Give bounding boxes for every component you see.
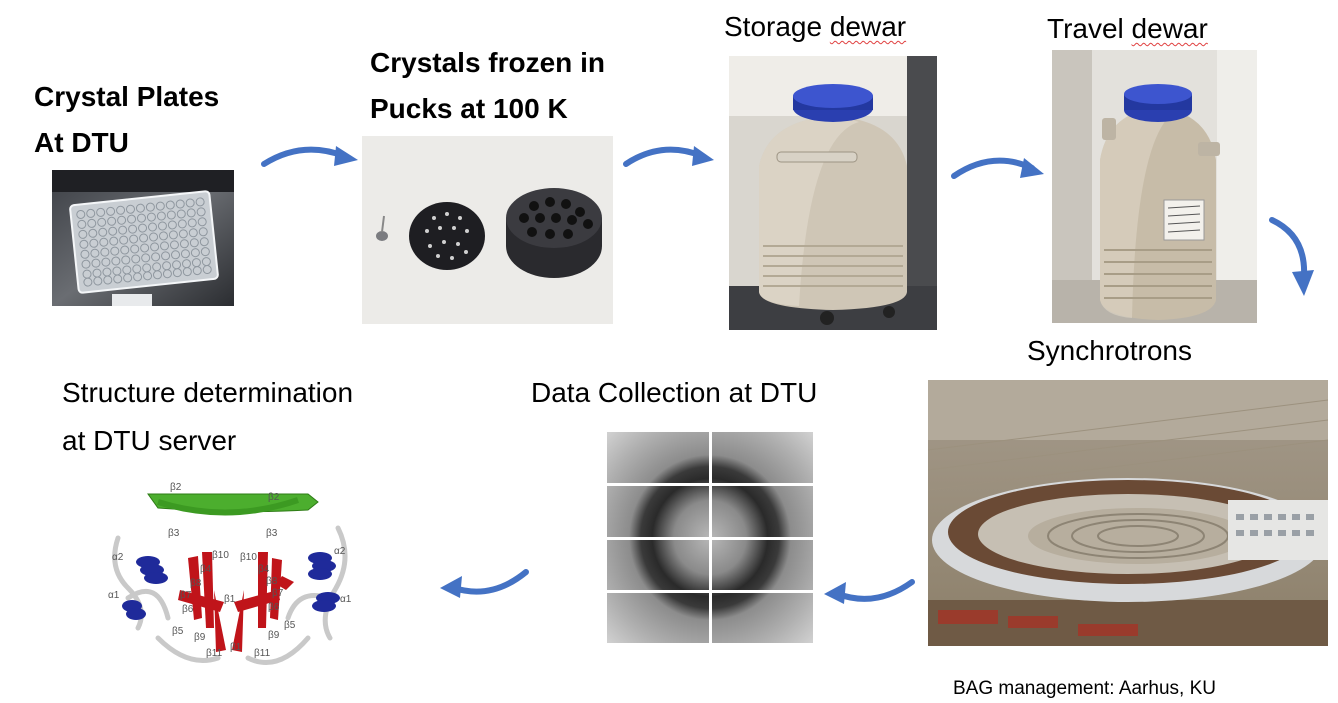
bag-management-note: BAG management: Aarhus, KU [953, 678, 1216, 699]
structure-determination-title: Structure determination at DTU server [62, 376, 353, 457]
label-b11-right: β11 [254, 648, 271, 659]
dewar-word: dewar [1131, 13, 1208, 44]
diffraction-pattern-image [607, 432, 813, 643]
label-b4-right: β4 [258, 564, 270, 575]
label-b4-left: β4 [200, 564, 212, 575]
label-b8-left: β8 [190, 578, 202, 589]
travel-dewar-photo [1052, 50, 1257, 323]
label-a2-left: α2 [112, 552, 124, 563]
protein-structure-image: β2 β2 β3 β3 α2 α2 α1 α1 β10 β10 β4 β4 β8… [98, 478, 360, 680]
label-b9-right: β9 [268, 630, 280, 641]
label-b5-right: β5 [284, 620, 296, 631]
crystals-frozen-line2: Pucks at 100 K [370, 92, 568, 124]
label-b10-left: β10 [212, 550, 229, 561]
curved-arrow-icon [623, 146, 714, 167]
label-b3-left: β3 [168, 528, 180, 539]
curved-arrow-icon [261, 146, 358, 167]
synchrotron-photo [928, 380, 1328, 646]
storage-dewar-photo [729, 56, 937, 330]
label-b7-right: β7 [272, 588, 284, 599]
crystals-frozen-line1: Crystals frozen in [370, 47, 605, 78]
travel-word: Travel [1047, 13, 1124, 44]
curved-arrow-icon [951, 157, 1044, 179]
label-b3-right: β3 [266, 528, 278, 539]
structure-line2: at DTU server [62, 424, 237, 456]
crystal-plates-line1: Crystal Plates [34, 81, 220, 112]
label-b7-left: β7 [180, 590, 192, 601]
label-a1-left: α1 [108, 590, 120, 601]
label-b10-right: β10 [240, 552, 257, 563]
label-b8-right: β8 [266, 576, 278, 587]
storage-word: Storage [724, 11, 823, 42]
dewar-word: dewar [829, 11, 907, 42]
synchrotrons-title: Synchrotrons [1027, 335, 1192, 366]
label-b6-left: β6 [182, 604, 194, 615]
crystal-plates-title: Crystal Plates At DTU [34, 80, 219, 159]
label-b6-right: β6 [268, 602, 280, 613]
label-b1-top: β1 [224, 594, 236, 605]
curved-arrow-icon [1269, 217, 1314, 296]
label-b2-left: β2 [170, 482, 182, 493]
crystal-plate-photo [52, 170, 234, 306]
label-b5-left: β5 [172, 626, 184, 637]
data-collection-title: Data Collection at DTU [531, 377, 818, 408]
storage-dewar-title: Storage dewar [724, 10, 906, 44]
crystal-plates-line2: At DTU [34, 126, 129, 158]
label-b11-left: β11 [206, 648, 223, 659]
label-a2-right: α2 [334, 546, 346, 557]
crystals-frozen-title: Crystals frozen in Pucks at 100 K [370, 46, 605, 125]
travel-dewar-title: Travel dewar [1047, 12, 1208, 46]
structure-line1: Structure determination [62, 377, 354, 408]
curved-arrow-icon [440, 569, 529, 598]
label-b1-bottom: β1 [230, 642, 242, 653]
curved-arrow-icon [824, 579, 915, 604]
label-a1-right: α1 [340, 594, 352, 605]
pucks-photo [362, 136, 613, 324]
label-b9-left: β9 [194, 632, 206, 643]
label-b2-right: β2 [268, 492, 280, 503]
